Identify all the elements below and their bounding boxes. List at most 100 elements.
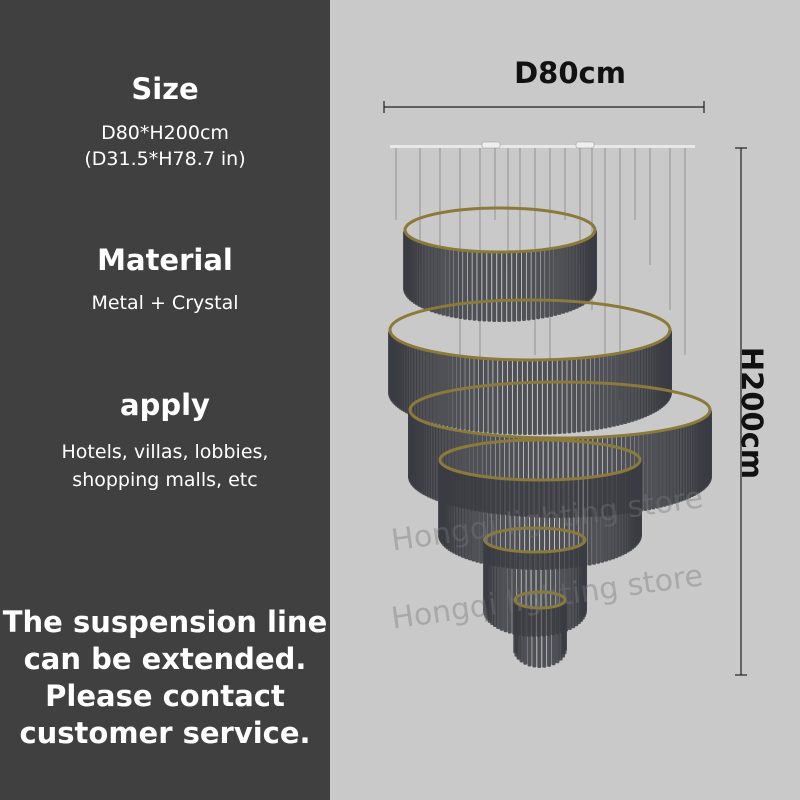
- crystal-rod: [432, 351, 437, 424]
- crystal-rod: [496, 478, 501, 567]
- gold-ring: [403, 206, 597, 254]
- crystal-rod: [428, 351, 433, 423]
- crystal-rod: [515, 479, 520, 570]
- crystal-rod: [603, 475, 608, 562]
- crystal-rod: [453, 249, 458, 319]
- crystal-rod: [452, 355, 457, 429]
- size-imperial: (D31.5*H78.7 in): [84, 148, 246, 170]
- height-dimension-line: [735, 147, 747, 676]
- crystal-rod: [465, 356, 470, 431]
- crystal-rod: [526, 250, 531, 321]
- crystal-rod: [675, 427, 680, 503]
- crystal-rod: [520, 479, 525, 570]
- crystal-rod: [456, 355, 461, 430]
- crystal-rod: [497, 251, 502, 322]
- crystal-rod: [532, 359, 537, 435]
- crystal-rod: [418, 348, 423, 420]
- crystal-rod: [502, 251, 507, 322]
- crystal-rod: [433, 246, 438, 314]
- crystal-rod: [587, 477, 592, 566]
- crystal-rod: [600, 475, 605, 563]
- crystal-rod: [532, 607, 537, 668]
- crystal-rod: [672, 428, 677, 504]
- crystal-rod: [611, 473, 616, 560]
- crystal-rod: [564, 245, 569, 313]
- crystal-rod: [503, 359, 508, 435]
- crystal-rod: [568, 244, 573, 312]
- crystal-rod: [545, 249, 550, 318]
- crystal-rod: [552, 359, 557, 435]
- crystal-rod: [571, 547, 576, 629]
- notice-line-3: Please contact: [45, 679, 285, 713]
- gold-ring: [388, 298, 672, 362]
- crystal-rod: [567, 548, 572, 631]
- crystal-rod: [493, 359, 498, 434]
- crystal-rod: [559, 479, 564, 570]
- crystal-rod: [460, 356, 465, 430]
- crystal-rod: [643, 433, 648, 511]
- crystal-rod: [477, 251, 482, 322]
- crystal-rod: [510, 479, 515, 569]
- crystal-rod: [437, 246, 442, 315]
- crystal-tiers: [388, 230, 712, 668]
- crystal-rod: [545, 479, 550, 570]
- crystal-rod: [491, 477, 496, 567]
- crystal-rod: [571, 243, 576, 311]
- crystal-rod: [445, 248, 450, 317]
- crystal-rod: [498, 359, 503, 435]
- crystal-rod: [436, 352, 441, 425]
- crystal-rod: [408, 410, 413, 479]
- crystal-rod: [469, 357, 474, 432]
- crystal-rod: [478, 358, 483, 433]
- crystal-rod: [626, 351, 631, 423]
- crystal-rod: [496, 548, 501, 629]
- crystal-rod: [483, 358, 488, 433]
- crystal-rod: [505, 478, 510, 569]
- crystal-rod: [535, 479, 540, 570]
- notice-line-4: customer service.: [19, 716, 311, 750]
- crystal-rod: [615, 353, 620, 426]
- crystal-rod: [553, 247, 558, 316]
- crystal-rod: [658, 430, 663, 508]
- crystal-rod: [561, 246, 566, 314]
- crystal-rod: [388, 331, 393, 396]
- crystal-rod: [537, 607, 542, 668]
- crystal-rod: [592, 476, 597, 565]
- crystal-rod: [550, 479, 555, 570]
- crystal-rod: [599, 355, 604, 430]
- crystal-rod: [614, 472, 619, 559]
- material-heading: Material: [97, 243, 233, 277]
- crystal-rod: [530, 479, 535, 570]
- crystal-rod: [523, 606, 528, 665]
- crystal-rod: [640, 347, 645, 419]
- crystal-rod: [540, 249, 545, 319]
- crystal-rod: [527, 607, 532, 667]
- crystal-rod: [662, 430, 667, 507]
- crystal-rod: [678, 426, 683, 502]
- crystal-rod: [512, 251, 517, 322]
- crystal-rod: [513, 601, 518, 654]
- crystal-rod: [403, 230, 408, 291]
- crystal-rod: [426, 244, 431, 311]
- crystal-rod: [651, 431, 656, 510]
- crystal-rod: [467, 250, 472, 321]
- chandelier-illustration: [383, 101, 747, 676]
- crystal-rod: [512, 359, 517, 435]
- crystal-rod: [479, 476, 484, 564]
- crystal-rod: [607, 354, 612, 428]
- crystal-rod: [422, 349, 427, 421]
- crystal-rod: [569, 478, 574, 569]
- crystal-rod: [507, 550, 512, 634]
- crystal-rod: [482, 251, 487, 322]
- crystal-rod: [499, 548, 504, 631]
- crystal-rod: [464, 473, 469, 560]
- crystal-rod: [549, 248, 554, 317]
- apply-line-2: shopping malls, etc: [72, 469, 258, 491]
- crystal-rod: [517, 359, 522, 435]
- crystal-rod: [558, 604, 563, 661]
- crystal-rod: [425, 350, 430, 422]
- crystal-rod: [586, 357, 591, 432]
- crystal-rod: [507, 359, 512, 435]
- crystal-rod: [487, 251, 492, 322]
- crystal-rod: [554, 479, 559, 570]
